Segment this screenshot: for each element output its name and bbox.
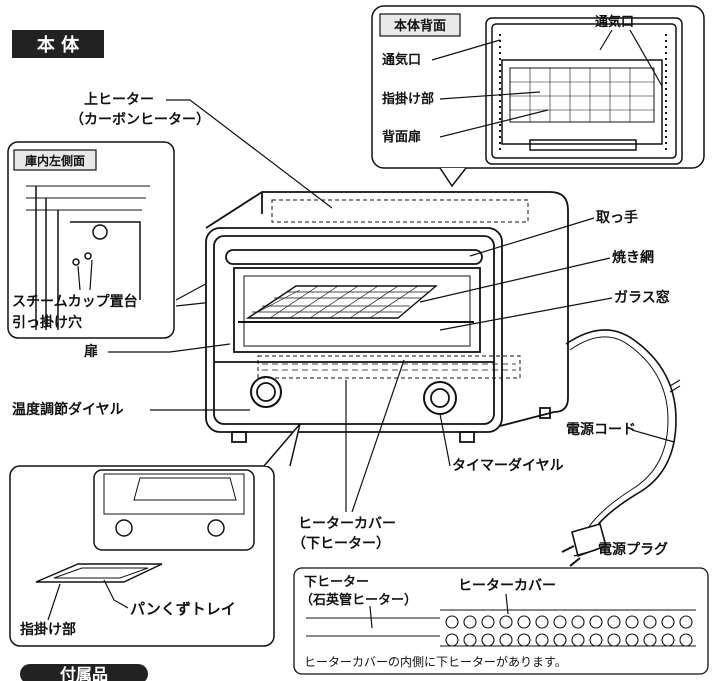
rear-vent-label-left: 通気口 bbox=[382, 52, 421, 68]
upper-heater-label-1: 上ヒーター bbox=[84, 92, 154, 108]
power-cord bbox=[561, 329, 681, 567]
heater-cover-label-1: ヒーターカバー bbox=[298, 516, 396, 532]
timer-dial-leader bbox=[439, 413, 451, 467]
tray-finger-grip-label: 指掛け部 bbox=[20, 621, 76, 638]
power-plug-label: 電源プラグ bbox=[598, 541, 668, 558]
heater-inset-cover-label: ヒーターカバー bbox=[458, 578, 556, 594]
rear-finger-grip-label: 指掛け部 bbox=[382, 91, 434, 107]
grill-label: 焼き網 bbox=[612, 249, 654, 266]
tray-leader bbox=[47, 579, 129, 621]
steam-cup-label-2: 引っ掛け穴 bbox=[12, 314, 82, 331]
glass-leader bbox=[439, 297, 613, 331]
handle-label: 取っ手 bbox=[596, 209, 638, 226]
heater-cover-label-2: （下ヒーター） bbox=[292, 536, 390, 552]
door-leader bbox=[108, 343, 231, 353]
crumb-tray-label: パンくずトレイ bbox=[130, 600, 236, 618]
glass-label: ガラス窓 bbox=[614, 289, 670, 306]
grill-leader bbox=[419, 257, 611, 303]
rear-leader-lines bbox=[431, 29, 663, 138]
heater-inset-leaders bbox=[369, 593, 509, 629]
oven-body bbox=[205, 191, 569, 443]
power-cord-label: 電源コード bbox=[566, 421, 636, 438]
steam-leader bbox=[77, 259, 93, 291]
left-inner-inset bbox=[7, 141, 175, 339]
timer-dial-label: タイマーダイヤル bbox=[452, 457, 564, 474]
heater-cover-leader bbox=[345, 359, 405, 513]
rear-vent-label-right: 通気口 bbox=[595, 14, 634, 30]
title-badge bbox=[12, 30, 104, 58]
left-inner-heading-box bbox=[13, 149, 97, 171]
temp-dial-label: 温度調節ダイヤル bbox=[12, 401, 124, 418]
upper-heater-label-2: （カーボンヒーター） bbox=[70, 112, 210, 128]
page-title: 本 体 bbox=[37, 34, 80, 56]
heater-inset bbox=[293, 567, 709, 675]
rear-view-inset bbox=[371, 5, 705, 188]
heater-inset-note: ヒーターカバーの内側に下ヒーターがあります。 bbox=[304, 654, 567, 669]
crumb-tray-inset bbox=[9, 423, 301, 647]
accessories-badge bbox=[20, 664, 148, 681]
rear-view-heading: 本体背面 bbox=[394, 18, 446, 34]
upper-heater-leader bbox=[166, 99, 333, 209]
power-plug-leader bbox=[573, 549, 597, 557]
handle-leader bbox=[469, 217, 595, 257]
lower-heater-label-2: （石英管ヒーター） bbox=[300, 592, 417, 608]
accessories-label: 付属品 bbox=[60, 665, 108, 681]
rear-view-heading-box bbox=[379, 13, 461, 37]
door-label: 扉 bbox=[84, 343, 98, 360]
steam-cup-label-1: スチームカップ置台 bbox=[12, 293, 138, 310]
power-cord-leader bbox=[631, 429, 675, 443]
heater-cover-holes bbox=[445, 615, 693, 647]
rear-back-door-label: 背面扉 bbox=[382, 129, 421, 145]
lower-heater-label-1: 下ヒーター bbox=[304, 575, 369, 590]
left-inner-heading: 庫内左側面 bbox=[25, 153, 85, 168]
